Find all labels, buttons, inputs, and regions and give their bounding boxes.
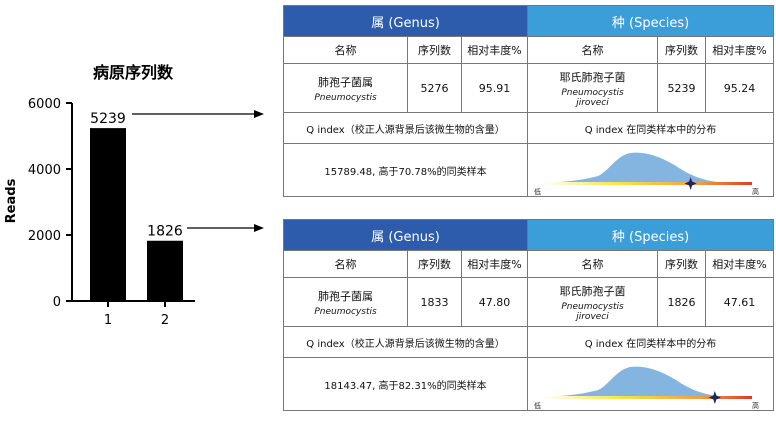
- distribution-cell: 低高: [526, 143, 775, 197]
- genus-name-cell: 肺孢子菌属 Pneumocystis: [283, 277, 408, 327]
- low-label: 低: [534, 401, 541, 410]
- bar-1: [90, 128, 126, 301]
- genus-count: 5276: [407, 63, 462, 113]
- arrowhead-1: [254, 110, 264, 118]
- species-latin-2: jiroveci: [576, 97, 609, 108]
- data-label-1: 5239: [90, 111, 126, 127]
- distribution-curve: [542, 366, 742, 397]
- species-name: 耶氏肺孢子菌: [559, 70, 626, 84]
- result-table-1: 属 (Genus)种 (Species)名称序列数相对丰度%名称序列数相对丰度%…: [283, 5, 775, 197]
- qindex-dist-label: Q index 在同类样本中的分布: [526, 326, 775, 358]
- genus-name: 肺孢子菌属: [318, 289, 373, 303]
- col-name-genus: 名称: [283, 250, 408, 278]
- genus-header: 属 (Genus): [283, 219, 528, 251]
- col-abundance-species: 相对丰度%: [704, 250, 775, 278]
- species-header: 种 (Species): [526, 5, 775, 37]
- gradient-bar: [542, 182, 752, 185]
- bar-2: [147, 240, 183, 301]
- species-latin-1: Pneumocystis: [561, 87, 624, 98]
- result-table-2: 属 (Genus)种 (Species)名称序列数相对丰度%名称序列数相对丰度%…: [283, 219, 775, 411]
- x-tick-label: 2: [161, 313, 169, 328]
- col-count-genus: 序列数: [407, 250, 462, 278]
- y-tick-label: 2000: [28, 229, 61, 244]
- percentile-star: [684, 177, 697, 190]
- distribution-plot: 低高: [534, 366, 759, 410]
- species-count: 1826: [657, 277, 706, 327]
- arrowhead-2: [254, 224, 264, 232]
- col-abundance-genus: 相对丰度%: [461, 36, 528, 64]
- species-name: 耶氏肺孢子菌: [559, 284, 626, 298]
- species-abundance: 47.61: [704, 277, 775, 327]
- species-header: 种 (Species): [526, 219, 775, 251]
- percentile-marker: [684, 177, 697, 190]
- col-count-species: 序列数: [657, 250, 706, 278]
- genus-abundance: 95.91: [461, 63, 528, 113]
- genus-name: 肺孢子菌属: [318, 75, 373, 89]
- percentile-marker: [708, 391, 721, 404]
- data-label-2: 1826: [147, 224, 183, 240]
- qindex-value: 18143.47, 高于82.31%的同类样本: [283, 357, 528, 411]
- distribution-plot: 低高: [534, 152, 759, 196]
- qindex-value: 15789.48, 高于70.78%的同类样本: [283, 143, 528, 197]
- chart-title: 病原序列数: [93, 63, 174, 82]
- x-tick-label: 1: [104, 313, 112, 328]
- y-tick-label: 6000: [28, 97, 61, 112]
- col-name-species: 名称: [527, 250, 658, 278]
- species-latin-2: jiroveci: [576, 311, 609, 322]
- y-axis-label: Reads: [4, 178, 19, 223]
- col-abundance-genus: 相对丰度%: [461, 250, 528, 278]
- qindex-dist-label: Q index 在同类样本中的分布: [526, 112, 775, 144]
- percentile-star: [708, 391, 721, 404]
- qindex-label: Q index（校正人源背景后该微生物的含量）: [283, 326, 528, 358]
- col-count-species: 序列数: [657, 36, 706, 64]
- high-label: 高: [752, 187, 759, 196]
- col-name-species: 名称: [527, 36, 658, 64]
- genus-latin: Pneumocystis: [314, 306, 377, 317]
- col-name-genus: 名称: [283, 36, 408, 64]
- y-tick-label: 0: [53, 295, 61, 310]
- low-label: 低: [534, 187, 541, 196]
- distribution-curve: [542, 152, 742, 183]
- species-abundance: 95.24: [704, 63, 775, 113]
- species-count: 5239: [657, 63, 706, 113]
- qindex-label: Q index（校正人源背景后该微生物的含量）: [283, 112, 528, 144]
- gradient-bar: [542, 396, 752, 399]
- high-label: 高: [752, 401, 759, 410]
- y-tick-label: 4000: [28, 163, 61, 178]
- species-latin-1: Pneumocystis: [561, 301, 624, 312]
- col-count-genus: 序列数: [407, 36, 462, 64]
- genus-count: 1833: [407, 277, 462, 327]
- genus-name-cell: 肺孢子菌属 Pneumocystis: [283, 63, 408, 113]
- distribution-cell: 低高: [526, 357, 775, 411]
- genus-abundance: 47.80: [461, 277, 528, 327]
- genus-header: 属 (Genus): [283, 5, 528, 37]
- genus-latin: Pneumocystis: [314, 92, 377, 103]
- col-abundance-species: 相对丰度%: [704, 36, 775, 64]
